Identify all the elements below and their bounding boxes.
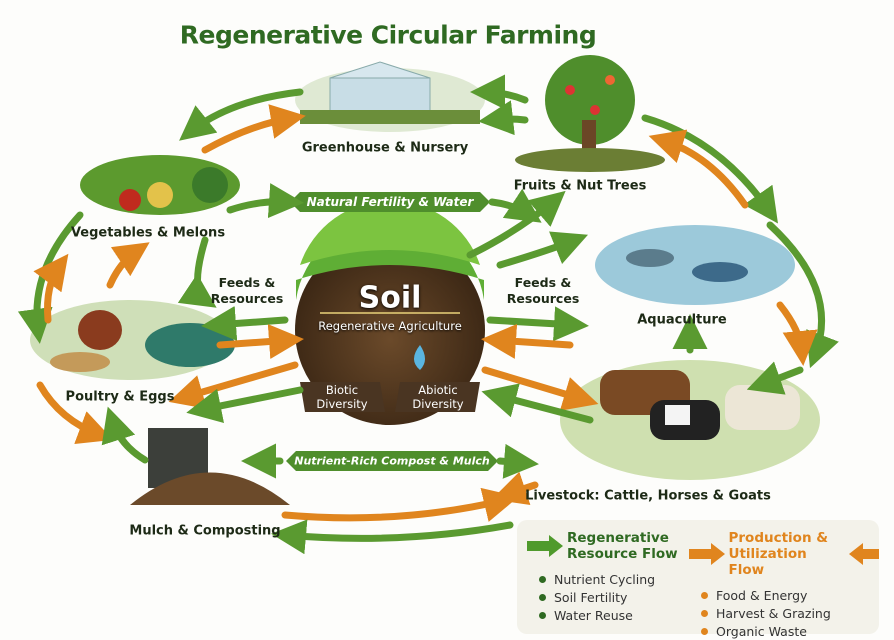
node-vegetables: Vegetables & Melons (70, 225, 226, 241)
banner-compost: Nutrient-Rich Compost & Mulch (294, 454, 490, 468)
bullet-icon (701, 627, 708, 635)
legend-item: Organic Waste (701, 622, 879, 640)
bullet-icon (701, 609, 708, 617)
node-fruits: Fruits & Nut Trees (513, 178, 647, 194)
legend-item: Nutrient Cycling (539, 570, 678, 588)
poultry-illustration (30, 300, 235, 380)
feeds-line: Resources (210, 291, 284, 306)
soil-subtitle: Regenerative Agriculture (318, 319, 462, 333)
legend-item-label: Food & Energy (716, 587, 808, 603)
vegetables-illustration (80, 155, 240, 215)
compost-illustration (130, 428, 290, 505)
orange-arrow-icon (689, 543, 725, 565)
feeds-label-left: Feeds & Resources (211, 275, 284, 307)
legend-item-label: Water Reuse (554, 607, 633, 623)
abiotic-diversity-label: Abiotic Diversity (412, 383, 463, 411)
feeds-line: Feeds & (218, 275, 276, 290)
node-poultry: Poultry & Eggs (65, 389, 175, 405)
legend-item: Food & Energy (701, 586, 879, 604)
legend-orange-heading: Production &Utilization Flow (689, 530, 879, 578)
legend-green-items: Nutrient Cycling Soil Fertility Water Re… (539, 570, 678, 624)
biotic-line: Biotic (325, 383, 359, 397)
bullet-icon (701, 591, 708, 599)
feeds-label-right: Feeds & Resources (507, 275, 580, 307)
flow-arrows (17, 74, 839, 555)
legend-item: Soil Fertility (539, 588, 678, 606)
node-greenhouse: Greenhouse & Nursery (301, 140, 469, 156)
legend-item-label: Harvest & Grazing (716, 605, 831, 621)
soil-illustration (295, 200, 485, 425)
legend-orange-items: Food & Energy Harvest & Grazing Organic … (701, 586, 879, 640)
bullet-icon (539, 575, 546, 583)
heading-line: Utilization Flow (728, 546, 807, 578)
node-aquaculture: Aquaculture (637, 312, 727, 328)
abiotic-line: Abiotic (418, 383, 458, 397)
bullet-icon (539, 611, 546, 619)
node-livestock: Livestock: Cattle, Horses & Goats (525, 488, 771, 504)
banner-shapes (286, 192, 498, 471)
legend-item: Water Reuse (539, 606, 678, 624)
feeds-line: Resources (506, 291, 580, 306)
legend-item-label: Soil Fertility (554, 589, 628, 605)
legend-item: Harvest & Grazing (701, 604, 879, 622)
abiotic-line: Diversity (412, 397, 464, 411)
orange-arrow-left-icon (849, 543, 879, 565)
fruit-tree-illustration (515, 55, 665, 172)
diagram-title: Regenerative Circular Farming (179, 20, 597, 50)
node-mulch: Mulch & Composting (129, 523, 281, 539)
biotic-diversity-label: Biotic Diversity (316, 383, 367, 411)
heading-line: Regenerative (567, 530, 669, 546)
feeds-line: Feeds & (514, 275, 572, 290)
legend-item-label: Nutrient Cycling (554, 571, 656, 587)
banner-natural-fertility: Natural Fertility & Water (306, 195, 474, 209)
legend-item-label: Organic Waste (716, 623, 807, 639)
heading-line: Resource Flow (567, 546, 678, 562)
legend-orange: Production &Utilization Flow Food & Ener… (689, 530, 879, 640)
biotic-line: Diversity (316, 397, 368, 411)
heading-line: Production & (728, 530, 829, 546)
aquaculture-illustration (595, 225, 795, 305)
green-arrow-icon (527, 535, 563, 557)
soil-title: Soil (358, 280, 422, 316)
bullet-icon (539, 593, 546, 601)
greenhouse-illustration (295, 61, 485, 132)
